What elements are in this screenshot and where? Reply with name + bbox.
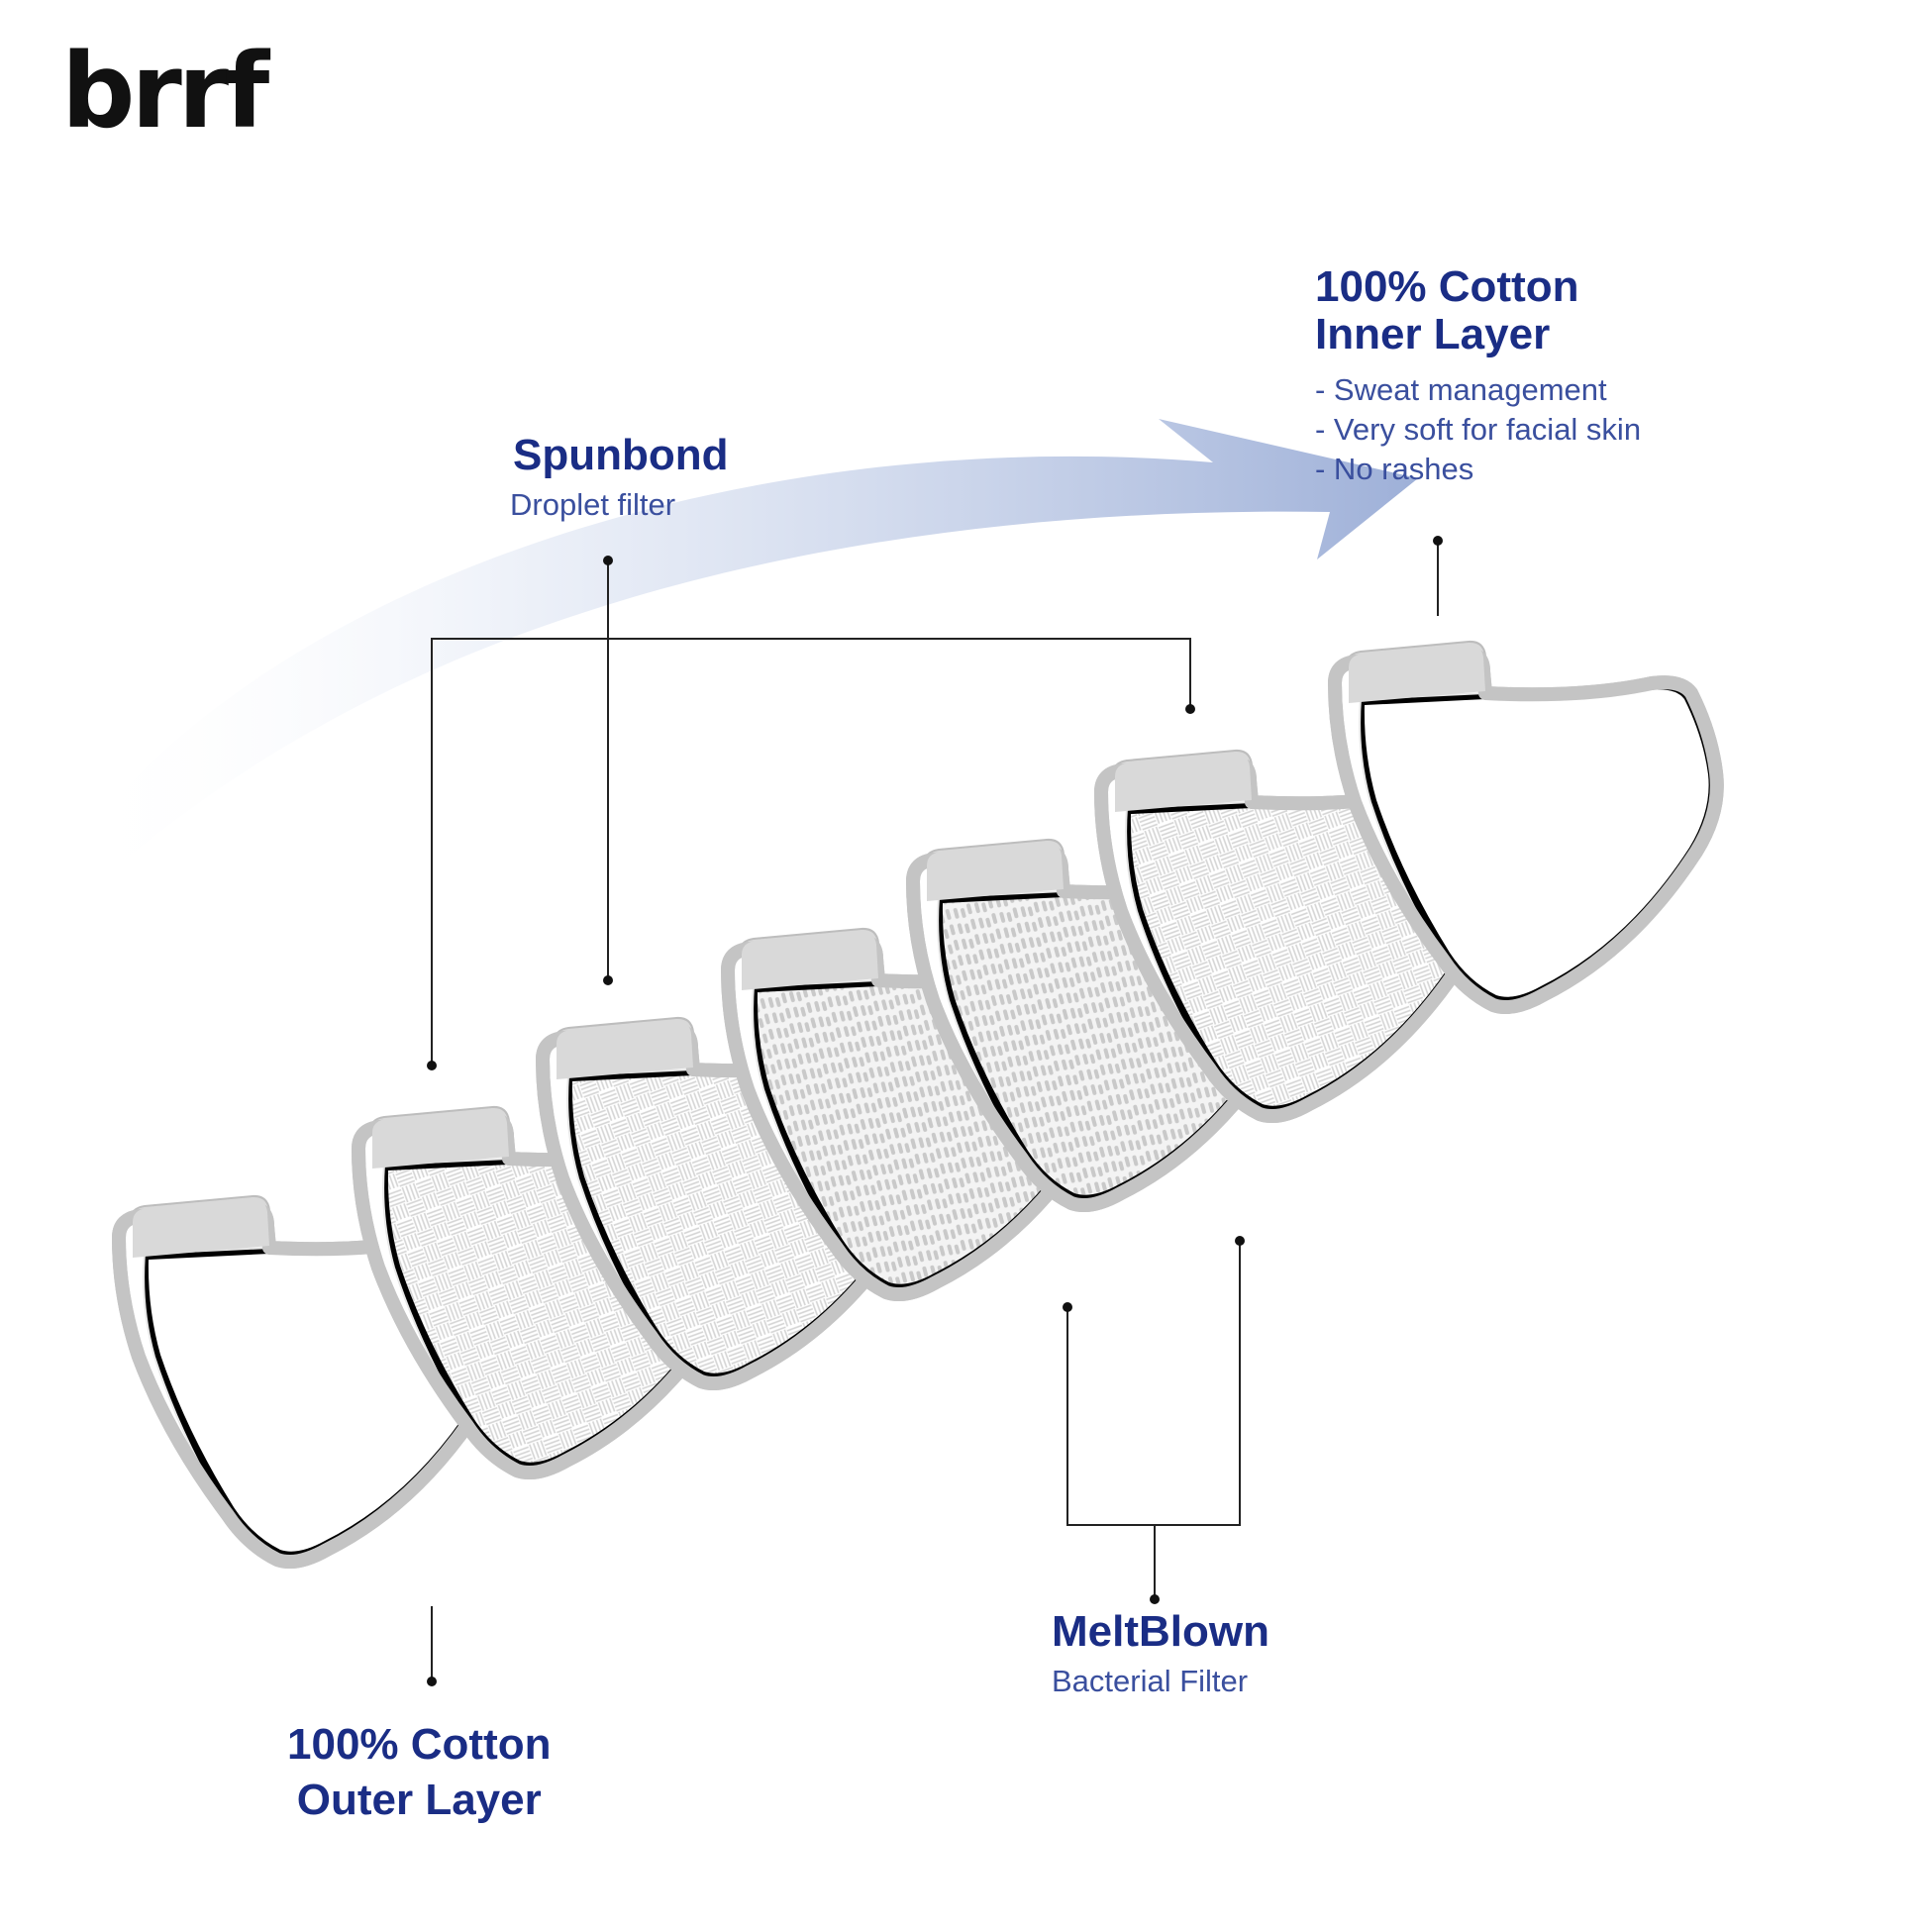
meltblown-title: MeltBlown bbox=[1052, 1607, 1269, 1656]
airflow-arrow bbox=[69, 419, 1418, 911]
brrf-logo: brrf bbox=[61, 31, 269, 152]
leader-meltblown bbox=[1066, 1241, 1241, 1599]
label-outer-layer: 100% Cotton Outer Layer bbox=[287, 1721, 551, 1824]
leader-lines bbox=[427, 536, 1443, 1686]
label-spunbond: Spunbond Droplet filter bbox=[510, 431, 729, 525]
spunbond-title: Spunbond bbox=[513, 431, 729, 479]
leader-dot-bracket-left bbox=[427, 1061, 437, 1070]
leader-dot-bracket-right bbox=[1185, 704, 1195, 714]
label-inner-layer: 100% Cotton Inner Layer - Sweat manageme… bbox=[1315, 263, 1641, 489]
meltblown-subtitle: Bacterial Filter bbox=[1052, 1664, 1249, 1698]
mask-layer-stack bbox=[112, 642, 1717, 1562]
outer-title-line1: 100% Cotton bbox=[287, 1720, 552, 1769]
inner-benefit-item: - Sweat management bbox=[1315, 372, 1607, 407]
leader-dot-inner bbox=[1433, 536, 1443, 546]
inner-benefits-list: - Sweat management - Very soft for facia… bbox=[1315, 370, 1641, 489]
leader-dot-spunbond-end bbox=[603, 975, 613, 985]
leader-dot-spunbond bbox=[603, 556, 613, 565]
spunbond-subtitle: Droplet filter bbox=[510, 487, 676, 522]
leader-spunbond-bracket bbox=[431, 638, 1191, 1066]
inner-benefit-item: - No rashes bbox=[1315, 452, 1474, 486]
leader-dot-melt-left bbox=[1063, 1302, 1072, 1312]
label-meltblown: MeltBlown Bacterial Filter bbox=[1052, 1608, 1269, 1701]
outer-title-line2: Outer Layer bbox=[296, 1776, 542, 1824]
mask-layer-7 bbox=[1328, 642, 1717, 1007]
inner-title-line1: 100% Cotton bbox=[1315, 262, 1579, 311]
leader-dot-melt-right bbox=[1235, 1236, 1245, 1246]
inner-benefit-item: - Very soft for facial skin bbox=[1315, 412, 1642, 447]
leader-dot-melt-bottom bbox=[1150, 1594, 1160, 1604]
leader-dot-outer bbox=[427, 1677, 437, 1686]
inner-title-line2: Inner Layer bbox=[1315, 310, 1551, 358]
